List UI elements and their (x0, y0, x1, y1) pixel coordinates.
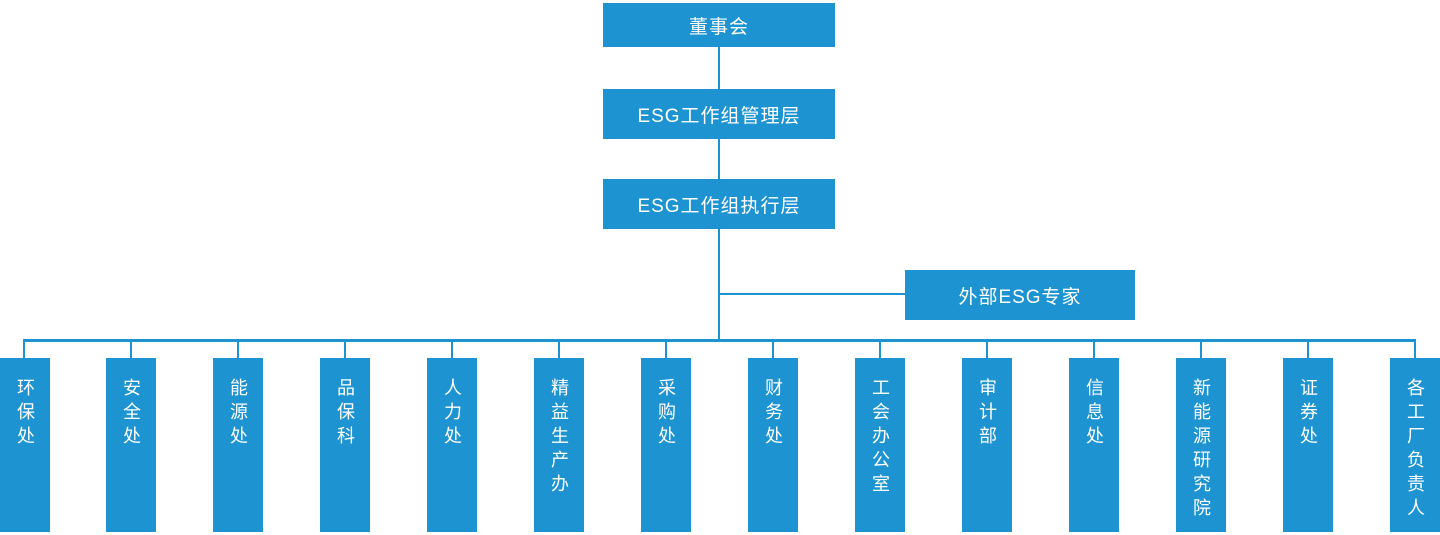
connector-stub (879, 339, 881, 358)
dept-box-lean-production-office: 精益生产办 (534, 358, 584, 532)
dept-label: 采购处 (656, 378, 676, 450)
connector-stub (1307, 339, 1309, 358)
dept-label: 证券处 (1298, 378, 1318, 450)
connector-stub (23, 339, 25, 358)
connector-board-to-management (718, 47, 720, 89)
node-board-of-directors: 董事会 (603, 3, 835, 47)
connector-stub (986, 339, 988, 358)
dept-box-safety: 安全处 (106, 358, 156, 532)
connector-stub (130, 339, 132, 358)
dept-box-environmental-protection: 环保处 (0, 358, 50, 532)
dept-box-energy: 能源处 (213, 358, 263, 532)
connector-stub (665, 339, 667, 358)
dept-label: 人力处 (442, 378, 462, 450)
connector-distribution-line (23, 339, 1416, 342)
connector-stub (772, 339, 774, 358)
dept-label: 安全处 (121, 378, 141, 450)
dept-box-factory-heads: 各工厂负责人 (1390, 358, 1440, 532)
dept-label: 信息处 (1084, 378, 1104, 450)
connector-stub (344, 339, 346, 358)
dept-box-new-energy-research-institute: 新能源研究院 (1176, 358, 1226, 532)
connector-stub (1200, 339, 1202, 358)
dept-box-quality-assurance: 品保科 (320, 358, 370, 532)
node-esg-management-layer: ESG工作组管理层 (603, 89, 835, 139)
connector-stub (1414, 339, 1416, 358)
node-esg-execution-layer: ESG工作组执行层 (603, 179, 835, 229)
dept-label: 新能源研究院 (1191, 378, 1211, 522)
dept-box-finance: 财务处 (748, 358, 798, 532)
connector-stub (451, 339, 453, 358)
connector-execution-to-departments (718, 229, 720, 341)
node-management-label: ESG工作组管理层 (637, 105, 801, 127)
dept-label: 品保科 (335, 378, 355, 450)
dept-label: 能源处 (228, 378, 248, 450)
connector-management-to-execution (718, 139, 720, 179)
dept-label: 工会办公室 (870, 378, 890, 498)
dept-box-human-resources: 人力处 (427, 358, 477, 532)
connector-stub (558, 339, 560, 358)
dept-box-information: 信息处 (1069, 358, 1119, 532)
dept-label: 各工厂负责人 (1405, 378, 1425, 522)
dept-box-audit: 审计部 (962, 358, 1012, 532)
node-advisor-label: 外部ESG专家 (958, 286, 1082, 308)
dept-label: 环保处 (15, 378, 35, 450)
connector-stub (237, 339, 239, 358)
dept-box-procurement: 采购处 (641, 358, 691, 532)
dept-label: 财务处 (763, 378, 783, 450)
node-execution-label: ESG工作组执行层 (637, 195, 801, 217)
connector-to-external-experts (719, 293, 905, 295)
dept-label: 精益生产办 (549, 378, 569, 498)
connector-stub (1093, 339, 1095, 358)
node-external-esg-experts: 外部ESG专家 (905, 270, 1135, 320)
dept-box-securities: 证券处 (1283, 358, 1333, 532)
dept-label: 审计部 (977, 378, 997, 450)
node-board-label: 董事会 (688, 16, 749, 38)
dept-box-union-office: 工会办公室 (855, 358, 905, 532)
